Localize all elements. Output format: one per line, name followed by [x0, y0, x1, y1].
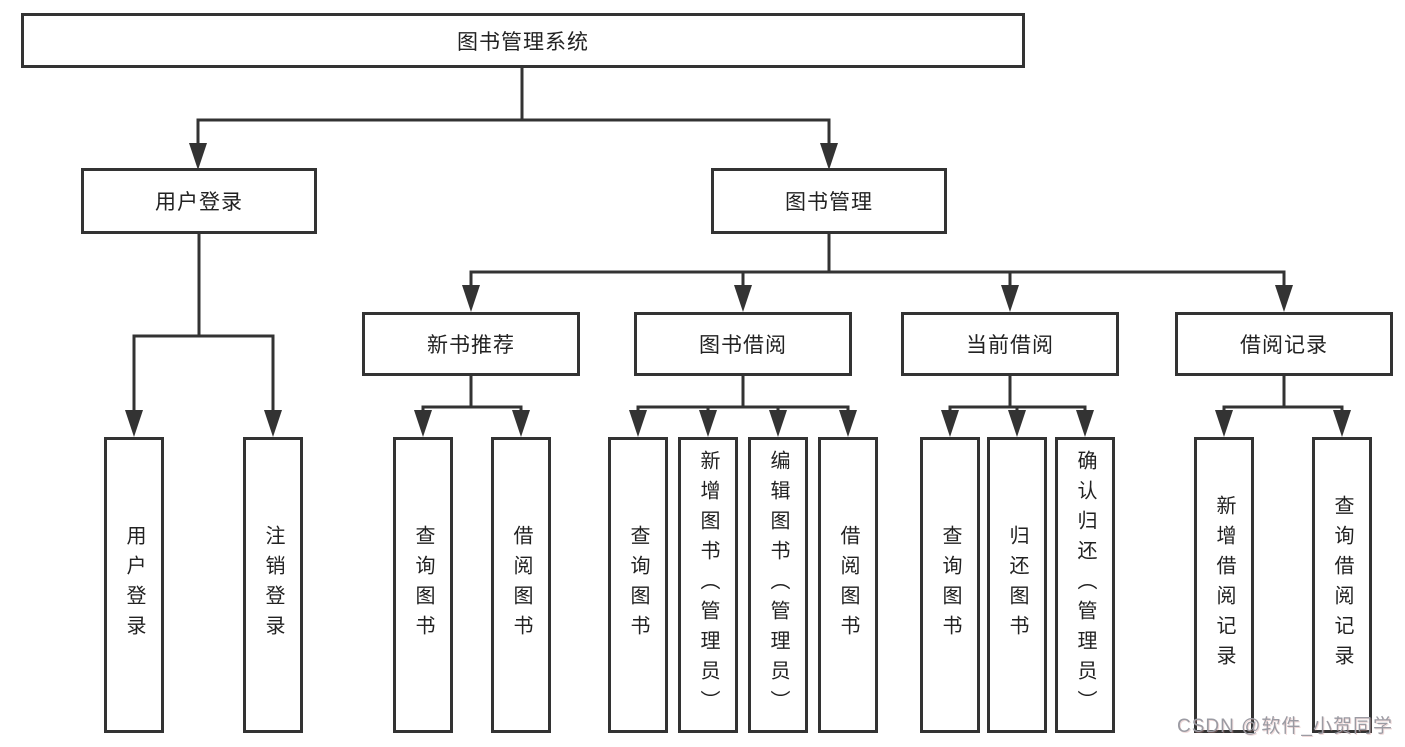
node-borrowing-records-label: 借阅记录 — [1240, 334, 1328, 357]
leaf-add-borrow-record-label: 新增借阅记录 — [1213, 495, 1235, 675]
csdn-watermark: CSDN @软件_小贺同学 — [1177, 716, 1393, 737]
leaf-logout-label: 注销登录 — [262, 525, 284, 645]
leaf-user-login: 用户登录 — [104, 437, 164, 733]
node-user-login-label: 用户登录 — [155, 191, 243, 214]
node-user-login: 用户登录 — [81, 168, 317, 234]
node-library-system-label: 图书管理系统 — [457, 30, 589, 54]
leaf-edit-books-admin: 编辑图书（管理员） — [748, 437, 808, 733]
node-book-management-label: 图书管理 — [785, 191, 873, 214]
leaf-query-books-borrow-label: 查询图书 — [627, 525, 649, 645]
node-book-management: 图书管理 — [711, 168, 947, 234]
node-new-book-recommendation: 新书推荐 — [362, 312, 580, 376]
node-book-borrowing: 图书借阅 — [634, 312, 852, 376]
leaf-confirm-return-admin: 确认归还（管理员） — [1055, 437, 1115, 733]
leaf-logout: 注销登录 — [243, 437, 303, 733]
leaf-query-books-current-label: 查询图书 — [939, 525, 961, 645]
leaf-return-books-label: 归还图书 — [1006, 525, 1028, 645]
leaf-add-books-admin: 新增图书（管理员） — [678, 437, 738, 733]
leaf-query-books-recommend-label: 查询图书 — [412, 525, 434, 645]
leaf-user-login-label: 用户登录 — [123, 525, 145, 645]
leaf-query-borrow-record-label: 查询借阅记录 — [1331, 495, 1353, 675]
leaf-query-books-current: 查询图书 — [920, 437, 980, 733]
leaf-borrow-books-recommend-label: 借阅图书 — [510, 525, 532, 645]
node-current-borrowing: 当前借阅 — [901, 312, 1119, 376]
leaf-borrow-books-label: 借阅图书 — [837, 525, 859, 645]
node-library-system: 图书管理系统 — [21, 13, 1025, 68]
leaf-query-borrow-record: 查询借阅记录 — [1312, 437, 1372, 733]
leaf-return-books: 归还图书 — [987, 437, 1047, 733]
node-current-borrowing-label: 当前借阅 — [966, 334, 1054, 357]
node-new-book-recommendation-label: 新书推荐 — [427, 334, 515, 357]
leaf-borrow-books-recommend: 借阅图书 — [491, 437, 551, 733]
leaf-add-books-admin-label: 新增图书（管理员） — [697, 450, 719, 720]
node-book-borrowing-label: 图书借阅 — [699, 334, 787, 357]
leaf-borrow-books: 借阅图书 — [818, 437, 878, 733]
leaf-add-borrow-record: 新增借阅记录 — [1194, 437, 1254, 733]
node-borrowing-records: 借阅记录 — [1175, 312, 1393, 376]
leaf-query-books-recommend: 查询图书 — [393, 437, 453, 733]
leaf-query-books-borrow: 查询图书 — [608, 437, 668, 733]
leaf-edit-books-admin-label: 编辑图书（管理员） — [767, 450, 789, 720]
leaf-confirm-return-admin-label: 确认归还（管理员） — [1074, 450, 1096, 720]
